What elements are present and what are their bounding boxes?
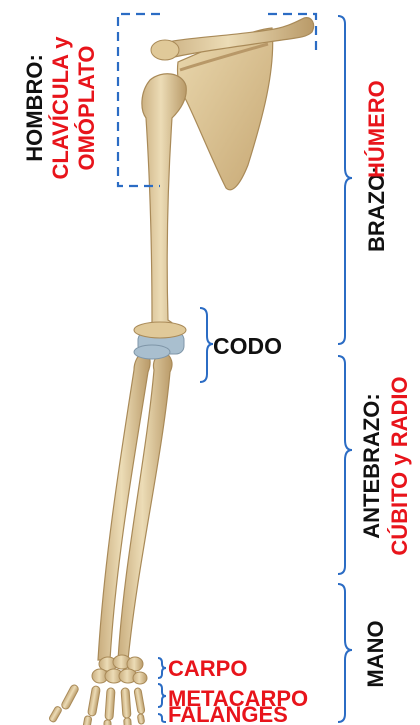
acromion <box>151 40 179 60</box>
hand-bones <box>48 655 147 725</box>
mano-label: MANO <box>363 620 388 687</box>
hombro-label: HOMBRO: <box>22 54 47 162</box>
codo-label: CODO <box>213 333 282 359</box>
brazo-label: BRAZO: <box>364 166 389 252</box>
shoulder-label-group: HOMBRO: CLAVÍCULA y OMÓPLATO <box>22 36 99 180</box>
carpo-label: CARPO <box>168 656 247 681</box>
hombro-bones-label-1: CLAVÍCULA y <box>48 36 73 180</box>
antebrazo-label: ANTEBRAZO: <box>359 393 384 538</box>
brazo-bracket <box>338 16 352 344</box>
hombro-bones-label-2: OMÓPLATO <box>74 45 99 170</box>
antebrazo-bracket <box>338 356 352 574</box>
codo-bracket <box>200 308 213 382</box>
mano-bracket <box>338 584 352 722</box>
metacarpo-bracket <box>158 684 166 707</box>
falanges-bracket <box>158 714 166 722</box>
brazo-label-group: BRAZO: HÚMERO <box>364 80 389 252</box>
humerus-bone <box>140 74 186 342</box>
antebrazo-bones-label: CÚBITO y RADIO <box>387 376 412 555</box>
metacarpal-bones <box>60 684 145 721</box>
antebrazo-label-group: ANTEBRAZO: CÚBITO y RADIO <box>359 376 412 555</box>
forearm-bones <box>98 345 172 660</box>
falanges-label: FALANGES <box>168 702 288 725</box>
carpo-bracket <box>158 658 166 678</box>
brazo-bone-label: HÚMERO <box>364 80 389 178</box>
